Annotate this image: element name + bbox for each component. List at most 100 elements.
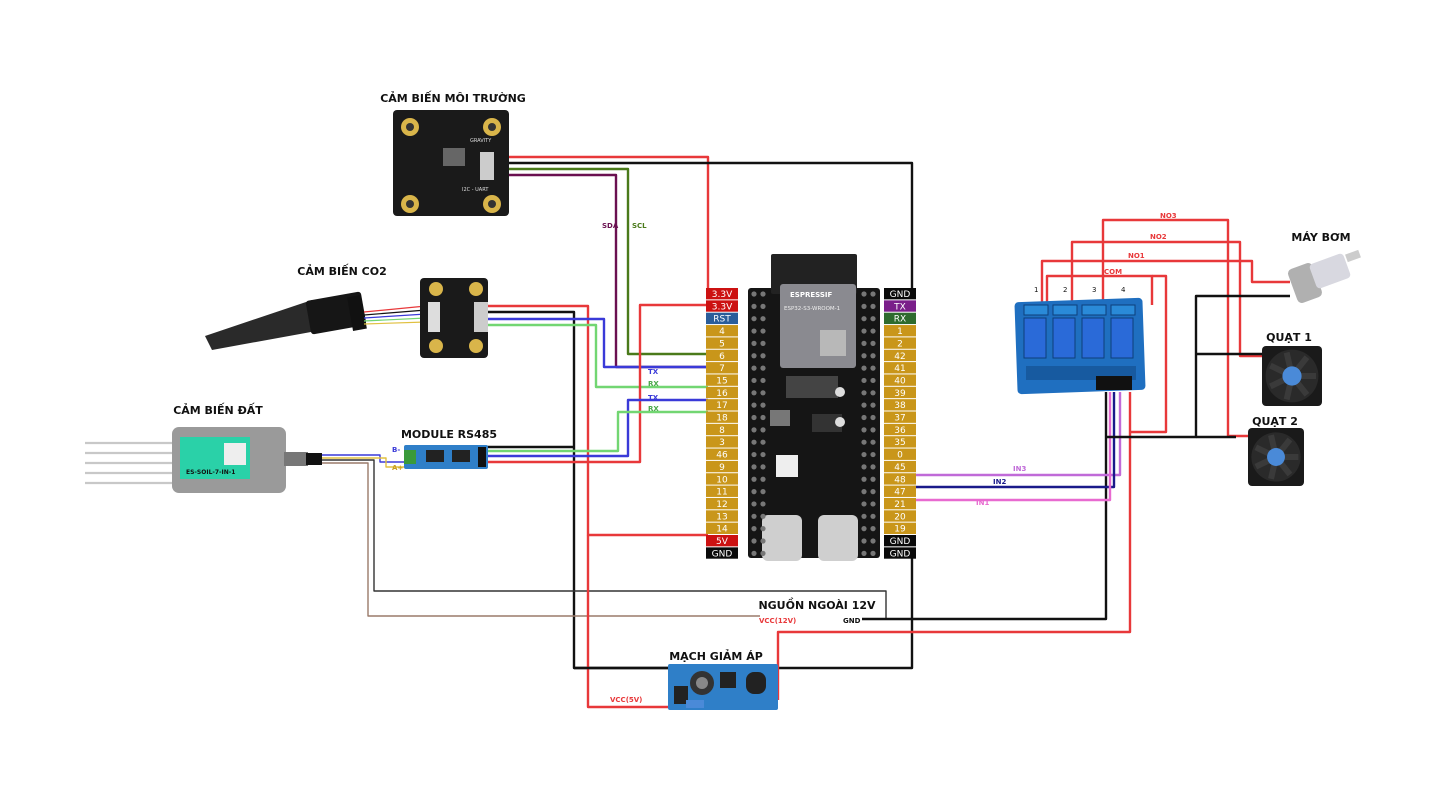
right-pin-label: RX (894, 315, 906, 325)
right-pin-label: 19 (894, 525, 906, 535)
right-pin-label: 36 (894, 426, 906, 436)
wire-soil-pwr-vcc (320, 462, 760, 617)
wire-com-12v (1130, 274, 1168, 434)
left-pin-2 (706, 312, 738, 325)
usb-c-right (818, 515, 858, 561)
left-pin-label: 13 (716, 512, 727, 522)
header-pin (861, 316, 867, 322)
relay-channel-label: 4 (1121, 286, 1126, 294)
title-env-sensor: CẢM BIẾN MÔI TRƯỜNG (380, 90, 526, 105)
right-pin-14 (884, 460, 916, 473)
header-pin (751, 550, 757, 556)
title-co2-sensor: CẢM BIẾN CO2 (297, 263, 386, 278)
label-in3: IN3 (1013, 465, 1026, 473)
env-sensor: GRAVITY I2C - UART (393, 110, 509, 216)
label-in1: IN1 (976, 499, 989, 507)
wire-no2 (1070, 240, 1262, 358)
right-pin-8 (884, 386, 916, 399)
wire-rs485-vcc (487, 303, 708, 464)
title-soil-sensor: CẢM BIẾN ĐẤT (173, 402, 263, 417)
relay-channel-label: 3 (1092, 286, 1096, 294)
right-pin-10 (884, 411, 916, 423)
header-pin (760, 513, 766, 519)
left-pin-label: 10 (716, 475, 728, 485)
left-pin-7 (706, 374, 738, 386)
header-pin (861, 291, 867, 297)
right-pin-5 (884, 349, 916, 362)
right-pin-19 (884, 522, 916, 534)
pump (1288, 249, 1361, 303)
header-pin (861, 328, 867, 334)
header-pin (870, 489, 876, 495)
header-pin (870, 365, 876, 371)
title-fan1: QUẠT 1 (1266, 331, 1312, 344)
header-pin (760, 365, 766, 371)
right-pin-label: 45 (894, 463, 905, 473)
left-pin-16 (706, 485, 738, 497)
label-no1: NO1 (1128, 252, 1145, 260)
header-pin (870, 303, 876, 309)
header-pin (751, 303, 757, 309)
wire-com (1045, 274, 1154, 305)
header-pin (870, 328, 876, 334)
label-sda: SDA (602, 222, 619, 230)
header-pin (751, 390, 757, 396)
title-fan2: QUẠT 2 (1252, 415, 1298, 428)
esp-module: ESP32-S3-WROOM-1 (784, 306, 840, 312)
left-pin-8 (706, 386, 738, 399)
left-pin-15 (706, 473, 738, 485)
header-pin (760, 451, 766, 458)
left-pin-label: 18 (716, 414, 728, 424)
left-pin-label: 15 (716, 376, 727, 386)
header-pin (760, 464, 766, 470)
header-pin (760, 439, 766, 445)
label-rx2: RX (648, 405, 659, 413)
right-pin-label: 41 (894, 364, 905, 374)
relay-channel-label: 2 (1063, 286, 1067, 294)
header-pin (870, 353, 876, 359)
right-pin-11 (884, 423, 916, 436)
header-pin (861, 464, 867, 470)
left-pin-label: 6 (719, 352, 725, 362)
label-tx2: TX (648, 394, 659, 402)
left-pin-17 (706, 497, 738, 510)
right-pin-label: 35 (894, 438, 905, 448)
header-pin (870, 414, 876, 421)
label-a-plus: A+ (392, 464, 403, 472)
left-pin-label: 17 (716, 401, 727, 411)
left-pin-labels: 3.3V3.3VRST4567151617188346910111213145V… (706, 288, 738, 559)
right-pin-15 (884, 473, 916, 485)
right-pin-0 (884, 288, 916, 300)
right-pin-label: 20 (894, 512, 906, 522)
right-pin-6 (884, 362, 916, 374)
right-pin-18 (884, 510, 916, 522)
env-brand: GRAVITY (470, 138, 492, 144)
right-pin-label: 48 (894, 475, 906, 485)
header-pin (861, 303, 867, 309)
wire-env-scl (492, 167, 708, 356)
header-pin (760, 427, 766, 433)
relay-block (1052, 317, 1076, 359)
right-pin-2 (884, 312, 916, 325)
title-rs485: MODULE RS485 (401, 428, 497, 441)
wire-env-gnd (492, 161, 914, 293)
right-header-pins (861, 291, 876, 556)
left-pin-11 (706, 423, 738, 436)
header-pin (861, 439, 867, 445)
header-pin (760, 377, 766, 384)
wire-load-gnd (1106, 294, 1290, 439)
header-pin (861, 489, 867, 495)
label-com: COM (1104, 268, 1122, 276)
wire-soil-pwr-gnd (320, 459, 887, 619)
title-pump: MÁY BƠM (1291, 231, 1350, 244)
soil-sensor: ES-SOIL-7-IN-1 (85, 427, 322, 493)
label-tx1: TX (648, 368, 659, 376)
left-header-pins (751, 291, 766, 556)
left-pin-label: 5 (719, 339, 725, 349)
left-pin-13 (706, 448, 738, 460)
header-pin (861, 414, 867, 421)
relay-terminal (1023, 304, 1049, 316)
header-pin (751, 427, 757, 433)
